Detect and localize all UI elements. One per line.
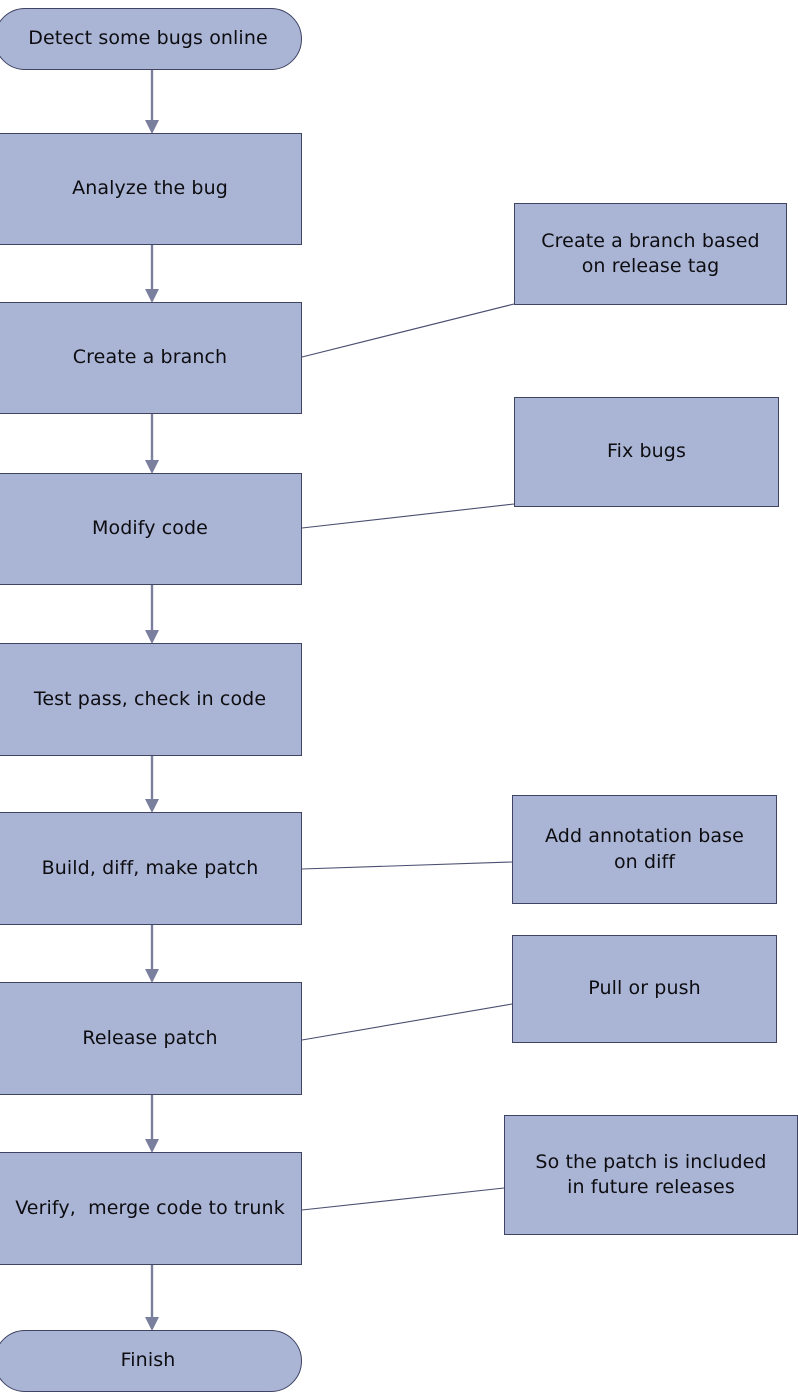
arrow-verify-finish [145,1265,159,1331]
node-label: Finish [120,1349,176,1372]
node-label: Add annotation base on diff [545,825,744,873]
flow-node-modify-code: Modify code [0,473,302,585]
arrow-release-verify [145,1094,159,1153]
connector-build-patch [301,861,513,870]
node-label: Fix bugs [607,440,686,463]
flow-node-create-branch: Create a branch [0,302,302,414]
arrow-test-build [145,756,159,813]
annotation-node-note-add-annotation: Add annotation base on diff [512,795,777,904]
arrow-start-analyze [145,70,159,134]
flow-node-release-patch: Release patch [0,982,302,1095]
node-label: Verify, merge code to trunk [15,1196,285,1219]
connector-modify-code [301,503,515,529]
node-label: Release patch [82,1026,218,1049]
flow-node-build-patch: Build, diff, make patch [0,812,302,925]
arrow-analyze-create-branch [145,245,159,303]
node-label: Analyze the bug [72,177,228,200]
flow-node-finish: Finish [0,1330,302,1392]
arrow-modify-test [145,585,159,644]
arrow-create-branch-modify [145,413,159,474]
annotation-node-note-pull-push: Pull or push [512,935,777,1043]
node-label: Detect some bugs online [28,27,268,50]
flow-node-analyze: Analyze the bug [0,133,302,245]
annotation-node-note-fix-bugs: Fix bugs [514,397,779,507]
annotation-node-note-future-releases: So the patch is included in future relea… [504,1115,798,1235]
connector-release-patch [301,1003,513,1041]
node-label: Test pass, check in code [33,687,267,710]
node-label: Create a branch [72,346,228,369]
flow-node-start: Detect some bugs online [0,8,302,70]
flow-node-verify-merge: Verify, merge code to trunk [0,1152,302,1265]
connector-verify-merge [301,1187,505,1211]
node-label: Build, diff, make patch [41,856,259,879]
connector-create-branch [301,303,515,358]
arrow-build-release [145,924,159,983]
node-label: So the patch is included in future relea… [535,1150,767,1198]
node-label: Pull or push [588,977,701,1000]
annotation-node-note-create-branch: Create a branch based on release tag [514,203,787,305]
node-label: Modify code [92,517,208,540]
flow-node-test-checkin: Test pass, check in code [0,643,302,756]
node-label: Create a branch based on release tag [541,229,760,277]
